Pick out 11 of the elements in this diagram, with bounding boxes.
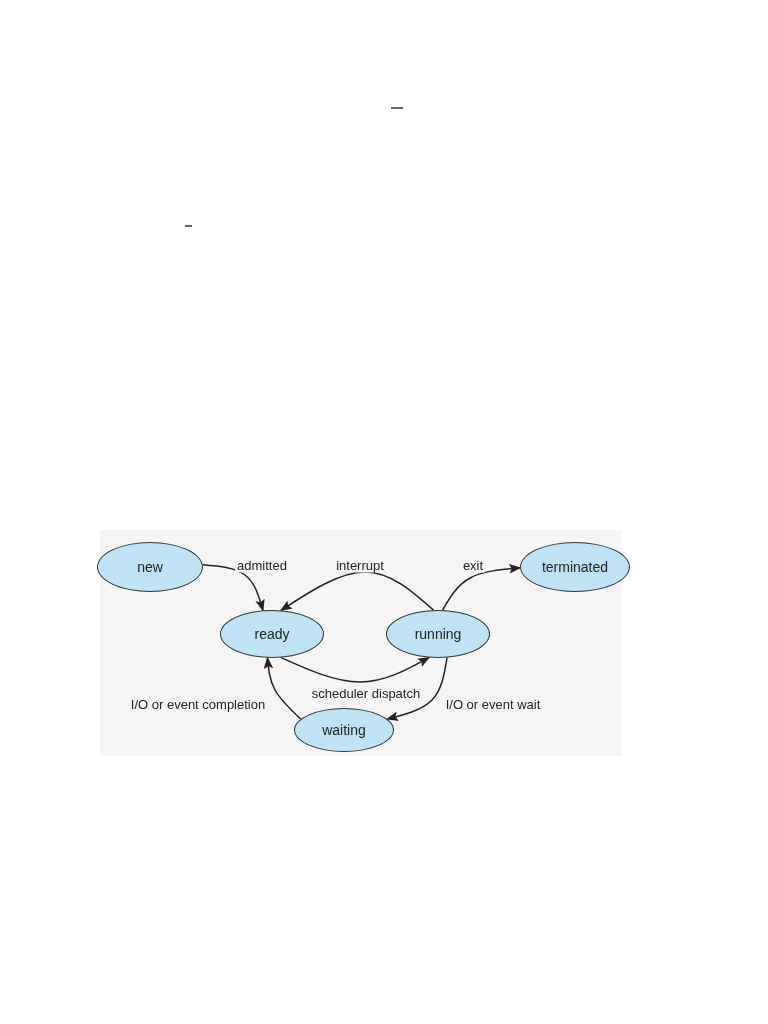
arrow <box>441 564 522 611</box>
state-label: running <box>414 626 462 642</box>
arrow <box>263 656 302 720</box>
arrow <box>386 656 448 721</box>
state-label: terminated <box>541 559 609 575</box>
arrow <box>280 571 435 612</box>
state-label: new <box>137 559 163 575</box>
arrow <box>280 656 430 683</box>
state-label: waiting <box>322 722 366 738</box>
state-label: ready <box>254 626 290 642</box>
arrow <box>202 564 265 612</box>
